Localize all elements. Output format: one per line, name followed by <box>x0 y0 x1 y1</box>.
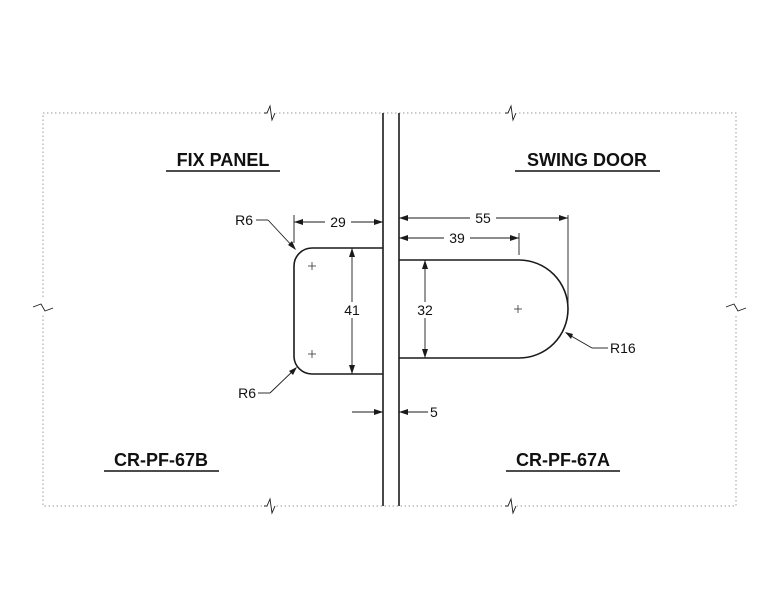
fix-panel-title: FIX PANEL <box>177 150 270 170</box>
radius-leader-top-left: R6 <box>235 212 296 250</box>
center-marks <box>308 262 522 358</box>
dim-label-5: 5 <box>430 404 438 420</box>
dimension-left-height: 41 <box>341 248 363 374</box>
radius-label-right: R16 <box>610 340 636 356</box>
break-marks <box>32 104 747 515</box>
dim-label-55: 55 <box>475 210 491 226</box>
fix-panel-profile <box>293 247 383 375</box>
swing-door-code: CR-PF-67A <box>516 450 610 470</box>
swing-door-profile <box>399 259 569 359</box>
dimension-right-straight-width: 39 <box>399 230 520 255</box>
dimension-right-height: 32 <box>414 260 436 358</box>
dim-label-41: 41 <box>344 302 360 318</box>
frame-border <box>42 112 737 507</box>
dimension-left-width: 29 <box>293 214 383 243</box>
swing-door-title: SWING DOOR <box>527 150 647 170</box>
dim-label-39: 39 <box>449 230 465 246</box>
radius-label-top-left: R6 <box>235 212 253 228</box>
dim-label-32: 32 <box>417 302 433 318</box>
dim-label-29: 29 <box>330 214 346 230</box>
radius-leader-bottom-left: R6 <box>238 367 297 401</box>
dimension-right-total-width: 55 <box>399 210 569 305</box>
fix-panel-code: CR-PF-67B <box>114 450 208 470</box>
dimension-gap: 5 <box>352 404 438 420</box>
radius-leader-right: R16 <box>565 332 636 356</box>
radius-label-bottom-left: R6 <box>238 385 256 401</box>
